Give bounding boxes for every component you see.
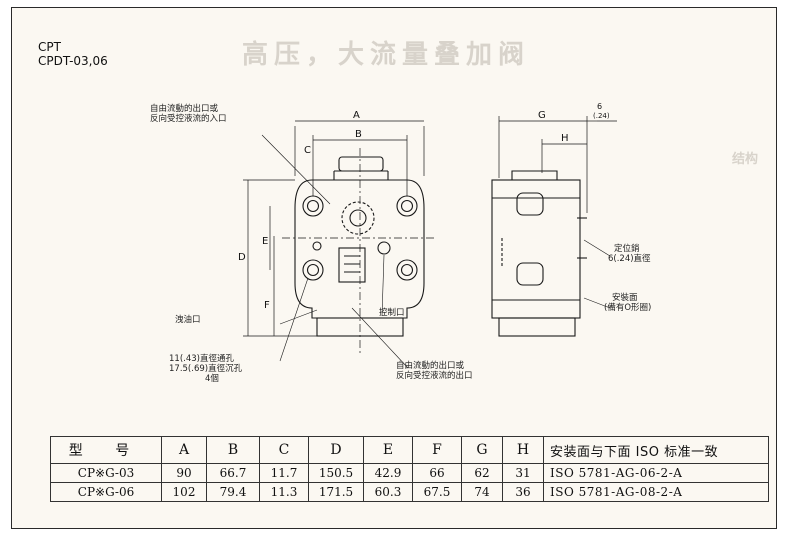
cell-e: 60.3 <box>363 482 413 502</box>
label-drain: 洩油口 <box>175 315 201 325</box>
cell-c: 11.7 <box>259 463 309 483</box>
dim-label-c: C <box>304 145 311 156</box>
dim-label-b: B <box>355 129 362 140</box>
col-g: G <box>461 436 503 464</box>
dim-label-six-inch: (.24) <box>593 112 610 120</box>
col-h: H <box>502 436 544 464</box>
dim-label-a: A <box>353 110 360 121</box>
cell-g: 74 <box>461 482 503 502</box>
cell-b: 66.7 <box>206 463 260 483</box>
dim-label-g: G <box>538 110 546 121</box>
col-c: C <box>259 436 309 464</box>
cell-d: 171.5 <box>308 482 364 502</box>
cell-iso: ISO 5781-AG-06-2-A <box>543 463 769 483</box>
table-row: CP※G-03 90 66.7 11.7 150.5 42.9 66 62 31… <box>50 463 769 483</box>
cell-a: 102 <box>161 482 207 502</box>
col-a: A <box>161 436 207 464</box>
table-header-row: 型 号 A B C D E F G H 安装面与下面 ISO 标准一致 <box>50 436 769 464</box>
page-frame: 高压，大流量叠加阀 结构 CPT CPDT-03,06 <box>11 7 777 529</box>
model-line-1: CPT <box>38 40 61 54</box>
cell-d: 150.5 <box>308 463 364 483</box>
col-b: B <box>206 436 260 464</box>
background-ghost-heading: 高压，大流量叠加阀 <box>242 40 531 70</box>
col-f: F <box>412 436 462 464</box>
label-pilot: 控制口 <box>379 308 405 318</box>
dimension-table: 型 号 A B C D E F G H 安装面与下面 ISO 标准一致 CP※G… <box>50 436 769 502</box>
label-bolt-holes: 11(.43)直徑通孔 17.5(.69)直徑沉孔 4個 <box>169 354 243 384</box>
background-ghost-text: 结构 <box>732 152 759 167</box>
label-mount-face: 安裝面 (備有O形圈) <box>604 293 652 313</box>
cell-model: CP※G-06 <box>50 482 162 502</box>
cell-a: 90 <box>161 463 207 483</box>
col-iso: 安装面与下面 ISO 标准一致 <box>543 436 769 464</box>
cell-g: 62 <box>461 463 503 483</box>
dim-label-h: H <box>561 133 569 144</box>
label-locating-pin: 定位銷 6(.24)直徑 <box>608 244 651 264</box>
cell-model: CP※G-03 <box>50 463 162 483</box>
cell-h: 31 <box>502 463 544 483</box>
table-row: CP※G-06 102 79.4 11.3 171.5 60.3 67.5 74… <box>50 482 769 502</box>
model-number: CPT CPDT-03,06 <box>38 40 108 68</box>
valve-drawing: A B C D E F G H 6 (.24) <box>238 102 617 369</box>
cell-f: 66 <box>412 463 462 483</box>
dim-label-f: F <box>264 300 270 311</box>
col-model: 型 号 <box>50 436 162 464</box>
col-d: D <box>308 436 364 464</box>
dim-label-six: 6 <box>597 102 602 111</box>
label-bottom-port: 自由流動的出口或 反向受控液流的出口 <box>396 361 473 381</box>
cell-iso: ISO 5781-AG-08-2-A <box>543 482 769 502</box>
cell-h: 36 <box>502 482 544 502</box>
model-line-2: CPDT-03,06 <box>38 54 108 68</box>
cell-e: 42.9 <box>363 463 413 483</box>
label-top-port: 自由流動的出口或 反向受控液流的入口 <box>150 104 227 124</box>
cell-f: 67.5 <box>412 482 462 502</box>
dim-label-e: E <box>262 236 268 247</box>
dim-label-d: D <box>238 252 246 263</box>
col-e: E <box>363 436 413 464</box>
cell-c: 11.3 <box>259 482 309 502</box>
cell-b: 79.4 <box>206 482 260 502</box>
